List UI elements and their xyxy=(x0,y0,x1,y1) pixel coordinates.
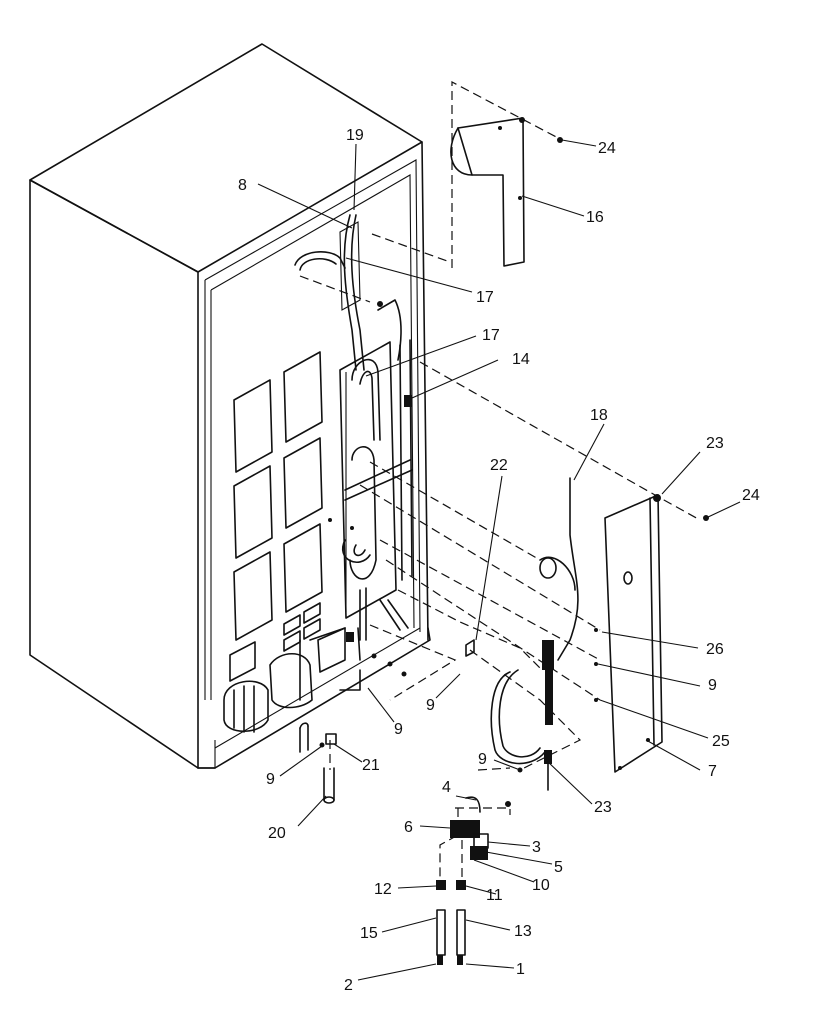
callout-17-upper: 17 xyxy=(476,289,494,306)
callout-17-lower: 17 xyxy=(482,327,500,344)
callout-12: 12 xyxy=(374,881,392,898)
compressor xyxy=(223,627,361,733)
callout-7: 7 xyxy=(708,763,717,780)
callout-1: 1 xyxy=(516,961,525,978)
callout-9-middle: 9 xyxy=(394,721,403,738)
callout-11: 11 xyxy=(486,887,503,904)
part-16-cover xyxy=(450,117,525,267)
callout-9-center: 9 xyxy=(426,697,435,714)
callout-26: 26 xyxy=(706,641,724,658)
callout-13: 13 xyxy=(514,923,532,940)
callout-10: 10 xyxy=(532,877,550,894)
part-20-21-drain xyxy=(299,722,337,804)
callout-5: 5 xyxy=(554,859,563,876)
callout-23-bottom: 23 xyxy=(594,799,612,816)
callout-19: 19 xyxy=(346,127,364,144)
callout-9-right: 9 xyxy=(708,677,717,694)
callout-20: 20 xyxy=(268,825,286,842)
rear-panel-grid xyxy=(229,351,323,682)
water-valve-assembly xyxy=(436,796,511,965)
callout-6: 6 xyxy=(404,819,413,836)
callout-18: 18 xyxy=(590,407,608,424)
callout-25: 25 xyxy=(712,733,730,750)
screws xyxy=(371,301,407,677)
refrigerator-cabinet xyxy=(29,43,431,769)
leader-lines xyxy=(257,139,741,981)
callout-22: 22 xyxy=(490,457,508,474)
callout-labels: 24 16 19 8 17 17 14 18 23 22 24 26 9 9 9… xyxy=(238,127,760,994)
condenser-tubing xyxy=(294,214,413,641)
callout-9-left: 9 xyxy=(266,771,275,788)
callout-3: 3 xyxy=(532,839,541,856)
callout-24-right: 24 xyxy=(742,487,760,504)
callout-4: 4 xyxy=(442,779,451,796)
callout-14: 14 xyxy=(512,351,530,368)
callout-21: 21 xyxy=(362,757,380,774)
part-22-clip xyxy=(465,639,475,657)
part-7-panel xyxy=(604,494,663,773)
callout-2: 2 xyxy=(344,977,353,994)
callout-16: 16 xyxy=(586,209,604,226)
callout-8: 8 xyxy=(238,177,247,194)
callout-9-lower: 9 xyxy=(478,751,487,768)
callout-24-top: 24 xyxy=(598,140,616,157)
callout-23-right: 23 xyxy=(706,435,724,452)
callout-15: 15 xyxy=(360,925,378,942)
part-18-wire-harness xyxy=(490,477,579,791)
